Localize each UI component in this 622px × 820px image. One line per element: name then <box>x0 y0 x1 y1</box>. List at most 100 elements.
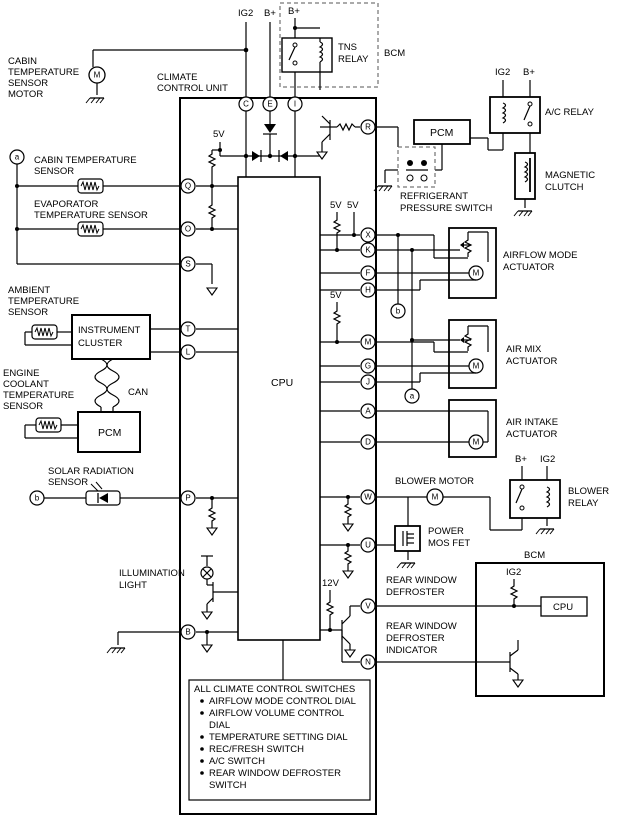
clutch-label-2: CLUTCH <box>545 182 584 193</box>
switch-item-label: REAR WINDOW DEFROSTER <box>209 768 341 779</box>
defroster-label-1: REAR WINDOW <box>386 575 457 586</box>
svg-text:K: K <box>365 246 371 255</box>
switch-item-label: DIAL <box>209 720 230 731</box>
svg-text:S: S <box>185 260 190 269</box>
v5-b-label: 5V <box>330 200 342 211</box>
pin-X: X <box>360 227 376 243</box>
internal-right-wiring <box>320 234 360 631</box>
refrigerant-label-1: REFRIGERANT <box>400 191 468 202</box>
svg-text:a: a <box>410 392 415 401</box>
airmix-label-2: ACTUATOR <box>506 356 558 367</box>
pin-F: F <box>360 265 376 281</box>
illumination-label-2: LIGHT <box>119 580 147 591</box>
pin-D: D <box>360 434 376 450</box>
switch-item-label: TEMPERATURE SETTING DIAL <box>209 732 348 743</box>
mosfet-label-2: MOS FET <box>428 538 470 549</box>
bcm-bottom-label: BCM <box>524 550 545 561</box>
svg-text:A: A <box>365 407 371 416</box>
refrigerant-pressure-switch <box>397 146 436 188</box>
ambient-label-2: TEMPERATURE <box>8 296 79 307</box>
evaporator-temp-sensor <box>77 221 104 237</box>
can-label: CAN <box>128 387 148 398</box>
svg-text:N: N <box>365 658 371 667</box>
switch-bullet <box>200 771 204 775</box>
engine-coolant-sensor <box>35 417 62 433</box>
coolant-label-4: SENSOR <box>3 401 43 412</box>
bcm-top-area <box>279 2 379 88</box>
svg-text:b: b <box>35 494 40 503</box>
bcm-bottom-box <box>475 562 605 697</box>
svg-text:H: H <box>365 286 371 295</box>
refrigerant-label-2: PRESSURE SWITCH <box>400 203 493 214</box>
switch-item-label: SWITCH <box>209 780 247 791</box>
ig2-bcm-label: IG2 <box>506 567 521 578</box>
bplus-blower-label: B+ <box>515 454 527 465</box>
cabin-motor-label-4: MOTOR <box>8 89 43 100</box>
cabin-motor-label-2: TEMPERATURE <box>8 67 79 78</box>
pin-B: B <box>180 624 196 640</box>
pin-W: W <box>360 489 376 505</box>
airflow-mode-actuator <box>448 227 497 299</box>
cpu-label: CPU <box>271 377 293 389</box>
cabin-motor-label-3: SENSOR <box>8 78 48 89</box>
pin-R: R <box>360 119 376 135</box>
svg-text:I: I <box>294 100 296 109</box>
ambient-label-3: SENSOR <box>8 307 48 318</box>
svg-text:V: V <box>365 602 371 611</box>
switch-bullet <box>200 747 204 751</box>
pin-U: U <box>360 537 376 553</box>
airintake-label-2: ACTUATOR <box>506 429 558 440</box>
v5-c-label: 5V <box>347 200 359 211</box>
pin-L: L <box>180 344 196 360</box>
svg-text:U: U <box>365 541 371 550</box>
pin-N: N <box>360 654 376 670</box>
svg-text:F: F <box>366 269 371 278</box>
ref-b-right <box>390 303 406 319</box>
bplus-top-label: B+ <box>264 8 276 19</box>
switch-bullet <box>200 735 204 739</box>
cluster-label-2: CLUSTER <box>78 338 122 349</box>
pin-Q: Q <box>180 178 196 194</box>
svg-text:Q: Q <box>185 182 191 191</box>
svg-text:G: G <box>365 362 371 371</box>
coolant-label-2: COOLANT <box>3 379 49 390</box>
mosfet-label-1: POWER <box>428 526 464 537</box>
airmix-label-1: AIR MIX <box>506 344 542 355</box>
ambient-temp-sensor <box>31 324 58 340</box>
climate-unit-label-2: CONTROL UNIT <box>157 83 228 94</box>
illumination-label-1: ILLUMINATION <box>119 568 185 579</box>
pin-E: E <box>262 96 278 112</box>
switch-bullet <box>200 759 204 763</box>
switch-item-label: AIRFLOW VOLUME CONTROL <box>209 708 344 719</box>
svg-text:M: M <box>473 438 480 447</box>
pin-O: O <box>180 221 196 237</box>
svg-text:O: O <box>185 225 191 234</box>
pin-J: J <box>360 374 376 390</box>
ambient-label-1: AMBIENT <box>8 285 50 296</box>
defroster-label-2: DEFROSTER <box>386 587 445 598</box>
pin-P: P <box>180 490 196 506</box>
coolant-label-3: TEMPERATURE <box>3 390 74 401</box>
pin-H: H <box>360 282 376 298</box>
switch-item-label: AIRFLOW MODE CONTROL DIAL <box>209 696 356 707</box>
svg-text:J: J <box>366 378 370 387</box>
ac-relay-label: A/C RELAY <box>545 107 595 118</box>
pin-A: A <box>360 403 376 419</box>
pcm-left-label: PCM <box>98 427 121 439</box>
pin-I: I <box>287 96 303 112</box>
pin-C: C <box>238 96 254 112</box>
svg-text:X: X <box>365 231 371 240</box>
svg-text:T: T <box>186 325 191 334</box>
solar-radiation-sensor <box>85 481 121 506</box>
cabin-temp-sensor <box>77 178 104 194</box>
solar-label-2: SENSOR <box>48 477 88 488</box>
v5-a-label: 5V <box>213 129 225 140</box>
pin-V: V <box>360 598 376 614</box>
indicator-label-1: REAR WINDOW <box>386 621 457 632</box>
ac-relay <box>489 96 541 134</box>
svg-text:C: C <box>243 100 249 109</box>
pin-G: G <box>360 358 376 374</box>
clutch-label-1: MAGNETIC <box>545 170 595 181</box>
magnetic-clutch <box>514 152 536 200</box>
